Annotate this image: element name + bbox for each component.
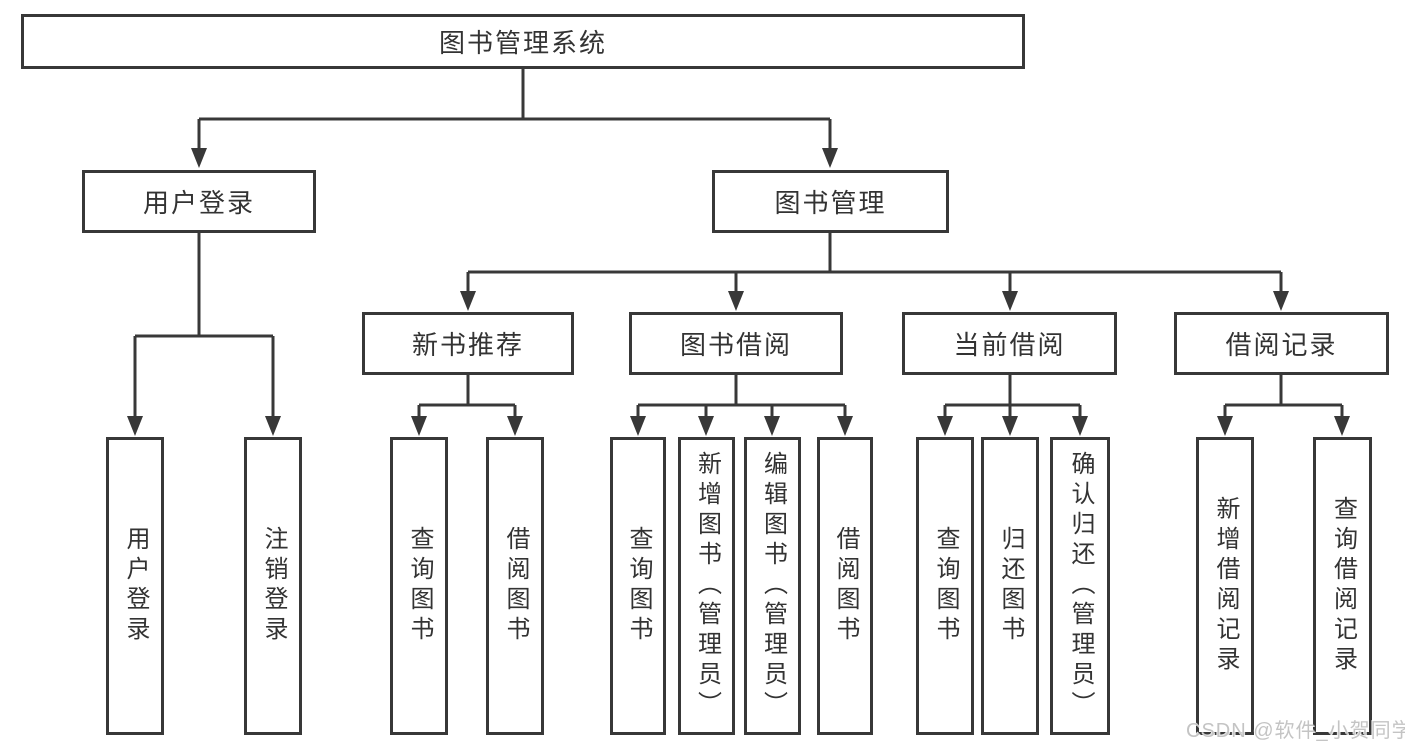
node-book-management: 图书管理 <box>712 170 949 233</box>
leaf-newbooks-query-books: 查询图书 <box>390 437 448 735</box>
node-borrowing-records: 借阅记录 <box>1174 312 1389 375</box>
leaf-confirm-return-admin: 确认归还（管理员） <box>1050 437 1110 735</box>
node-book-borrowing: 图书借阅 <box>629 312 843 375</box>
leaf-edit-books-admin: 编辑图书（管理员） <box>744 437 801 735</box>
leaf-return-books: 归还图书 <box>981 437 1039 735</box>
leaf-add-books-admin: 新增图书（管理员） <box>678 437 735 735</box>
leaf-newbooks-borrow-books: 借阅图书 <box>486 437 544 735</box>
leaf-query-borrow-record: 查询借阅记录 <box>1313 437 1372 735</box>
leaf-current-query-books: 查询图书 <box>916 437 974 735</box>
leaf-borrow-books: 借阅图书 <box>817 437 873 735</box>
leaf-user-login: 用户登录 <box>106 437 164 735</box>
leaf-add-borrow-record: 新增借阅记录 <box>1196 437 1254 735</box>
node-current-borrowing: 当前借阅 <box>902 312 1117 375</box>
node-user-login: 用户登录 <box>82 170 316 233</box>
leaf-borrow-query-books: 查询图书 <box>610 437 666 735</box>
node-new-book-recommend: 新书推荐 <box>362 312 574 375</box>
leaf-logout: 注销登录 <box>244 437 302 735</box>
csdn-watermark: CSDN @软件_小贺同学 <box>1186 720 1405 742</box>
node-root: 图书管理系统 <box>21 14 1025 69</box>
